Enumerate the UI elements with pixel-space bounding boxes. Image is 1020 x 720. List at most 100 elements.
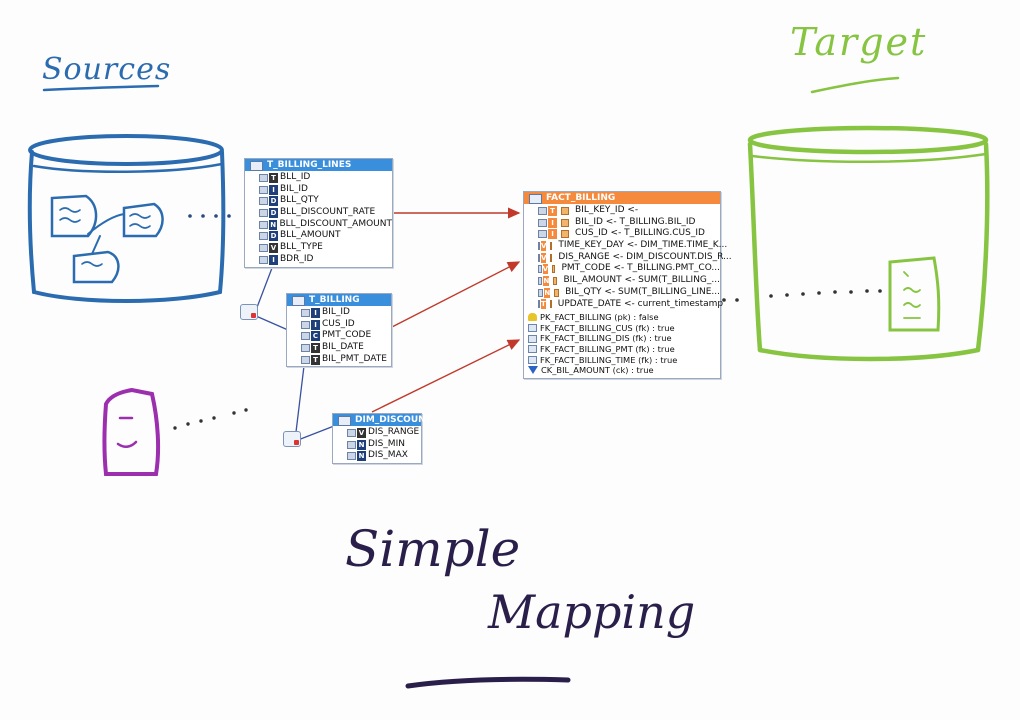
column-name: BIL_DATE (322, 342, 364, 353)
column-key-icon (538, 288, 544, 297)
column-type-badge: V (542, 264, 549, 275)
column-key-icon (347, 440, 356, 449)
column-type-badge: T (311, 354, 320, 365)
table-header[interactable]: T_BILLING_LINES (245, 159, 392, 171)
column-name: BLL_QTY (280, 195, 319, 206)
mapping-expression: DIS_RANGE <- DIM_DISCOUNT.DIS_R... (558, 251, 732, 262)
column-type-badge: D (269, 207, 278, 218)
column-key-icon (347, 428, 356, 437)
column-name: PMT_CODE (322, 330, 372, 341)
column-name: BDR_ID (280, 253, 314, 264)
column-name: BIL_ID (322, 307, 350, 317)
column-key-icon (538, 276, 543, 285)
column-type-badge: I (311, 319, 320, 330)
table-header[interactable]: DIM_DISCOUNT (333, 414, 432, 426)
expression-icon (550, 241, 553, 250)
column-type-badge: T (311, 342, 320, 353)
column-name: BLL_ID (280, 172, 311, 182)
constraint-row[interactable]: FK_FACT_BILLING_TIME (fk) : true (524, 355, 720, 366)
column-type-badge: N (268, 219, 278, 230)
target-underline (810, 76, 900, 94)
column-key-icon (259, 232, 268, 241)
column-key-icon (301, 320, 310, 329)
foreign-key-icon (528, 355, 537, 364)
column-key-icon (259, 243, 268, 252)
column-type-badge: I (311, 307, 320, 318)
column-key-icon (538, 253, 540, 262)
column-type-badge: D (269, 196, 278, 207)
mapping-arrows (371, 207, 521, 413)
arrow-billing-to-fact (389, 261, 521, 329)
join-lines (255, 267, 335, 441)
foreign-key-icon (528, 345, 537, 354)
expression-icon (561, 230, 569, 239)
target-title: Target (790, 20, 928, 64)
mapping-expression: UPDATE_DATE <- current_timestamp (557, 298, 724, 309)
mapping-title: Mapping (488, 585, 696, 639)
foreign-key-icon (528, 334, 537, 343)
mapping-expression: BIL_KEY_ID <- (575, 205, 639, 215)
column-key-icon (538, 218, 547, 227)
table-header[interactable]: T_BILLING (287, 294, 391, 306)
constraint-row[interactable]: FK_FACT_BILLING_DIS (fk) : true (524, 333, 720, 344)
constraint-row[interactable]: FK_FACT_BILLING_CUS (fk) : true (524, 323, 720, 334)
constraint-row[interactable]: PK_FACT_BILLING (pk) : false (524, 312, 720, 323)
column-key-icon (538, 206, 547, 215)
table-header[interactable]: FACT_BILLING (524, 192, 720, 204)
constraint-row[interactable]: CK_BIL_AMOUNT (ck) : true (524, 365, 720, 376)
mapping-expression: BIL_ID <- T_BILLING.BIL_ID (575, 216, 696, 227)
column-type-badge: I (269, 184, 278, 195)
column-key-icon (259, 220, 268, 229)
column-key-icon (301, 343, 310, 352)
expression-icon (553, 276, 558, 285)
constraint-label: FK_FACT_BILLING_PMT (fk) : true (540, 343, 675, 354)
source-dots (188, 214, 231, 218)
column-name: BIL_ID (280, 183, 308, 194)
column-key-icon (259, 255, 268, 264)
column-type-badge: D (269, 231, 278, 242)
column-name: DIS_RANGE (368, 427, 420, 437)
sources-title: Sources (42, 52, 172, 87)
target-dots (722, 289, 882, 302)
primary-key-icon (528, 313, 537, 322)
constraint-row[interactable]: FK_FACT_BILLING_PMT (fk) : true (524, 344, 720, 355)
join-icon[interactable] (240, 304, 258, 320)
join-icon[interactable] (283, 431, 301, 447)
column-type-badge: T (269, 172, 278, 183)
column-name: BLL_TYPE (280, 242, 323, 253)
expression-icon (554, 288, 560, 297)
mapping-expression: BIL_AMOUNT <- SUM(T_BILLING_... (563, 275, 720, 286)
